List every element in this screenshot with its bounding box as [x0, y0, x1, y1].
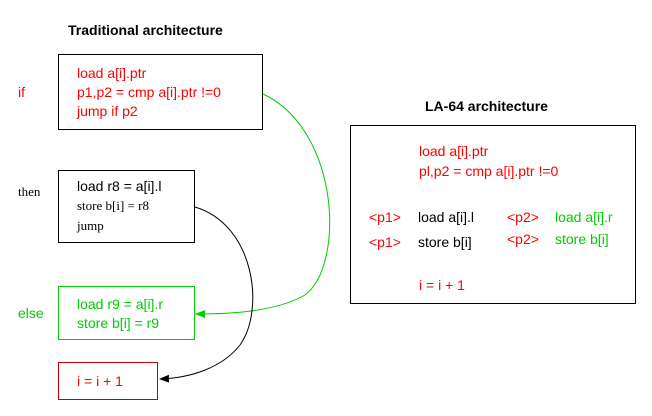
- increment-line: i = i + 1: [77, 373, 123, 389]
- else-line-1: load r9 = a[i].r: [77, 296, 163, 312]
- then-line-2: store b[i] = r8: [77, 198, 149, 213]
- increment-block: i = i + 1: [58, 362, 158, 400]
- la64-right-pred-1: <p2>: [507, 209, 539, 225]
- then-line-3: jump: [77, 218, 104, 233]
- if-label: if: [18, 84, 25, 100]
- la64-right-op-2: store b[i]: [555, 231, 609, 247]
- la64-left-pred-1: <p1>: [369, 209, 401, 225]
- la64-header-1: load a[i].ptr: [419, 143, 489, 159]
- la64-right-op-1: load a[i].r: [555, 209, 613, 225]
- if-line-3: jump if p2: [77, 103, 138, 119]
- else-label: else: [18, 305, 44, 321]
- if-line-2: p1,p2 = cmp a[i].ptr !=0: [77, 84, 221, 100]
- then-line-1: load r8 = a[i].l: [77, 178, 162, 194]
- traditional-title: Traditional architecture: [68, 22, 223, 38]
- then-label: then: [18, 184, 41, 199]
- la64-left-pred-2: <p1>: [369, 234, 401, 250]
- la64-right-pred-2: <p2>: [507, 231, 539, 247]
- else-line-2: store b[i] = r9: [77, 315, 160, 331]
- la64-title: LA-64 architecture: [425, 98, 548, 114]
- la64-footer: i = i + 1: [419, 277, 465, 293]
- la64-left-op-2: store b[i]: [418, 234, 472, 250]
- la64-header-2: pl,p2 = cmp a[i].ptr !=0: [419, 163, 559, 179]
- else-block: load r9 = a[i].r store b[i] = r9: [58, 286, 195, 340]
- if-block: load a[i].ptr p1,p2 = cmp a[i].ptr !=0 j…: [58, 54, 263, 130]
- la64-block: load a[i].ptr pl,p2 = cmp a[i].ptr !=0 <…: [350, 125, 636, 304]
- then-block: load r8 = a[i].l store b[i] = r8 jump: [58, 170, 195, 243]
- la64-left-op-1: load a[i].l: [418, 209, 475, 225]
- if-line-1: load a[i].ptr: [77, 65, 147, 81]
